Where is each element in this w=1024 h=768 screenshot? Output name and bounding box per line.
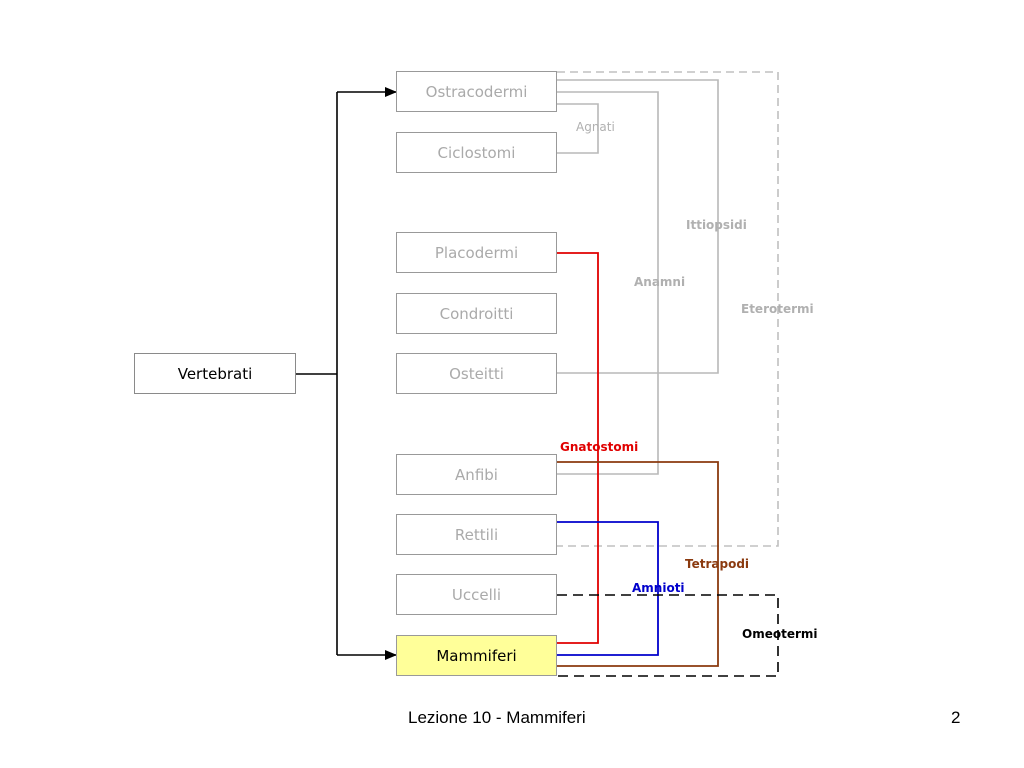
label-ittiopsidi: Ittiopsidi (686, 218, 747, 232)
omeotermi-bracket (557, 594, 779, 677)
label-eterotermi: Eterotermi (741, 302, 814, 316)
label-anamni: Anamni (634, 275, 686, 289)
box-uccelli: Uccelli (396, 574, 557, 615)
amnioti-bracket (557, 521, 659, 656)
box-placodermi: Placodermi (396, 232, 557, 273)
box-ostracodermi: Ostracodermi (396, 71, 557, 112)
anamni-bracket (557, 91, 659, 475)
box-ciclostomi: Ciclostomi (396, 132, 557, 173)
box-osteitti: Osteitti (396, 353, 557, 394)
gnatostomi-bracket (557, 252, 599, 644)
label-omeotermi: Omeotermi (742, 627, 818, 641)
ittiopsidi-bracket (557, 79, 719, 374)
agnati-bracket (557, 103, 599, 154)
box-mammiferi: Mammiferi (396, 635, 557, 676)
page-number: 2 (951, 708, 961, 727)
label-agnati: Agnati (576, 120, 615, 134)
box-vertebrati: Vertebrati (134, 353, 296, 394)
box-condroitti: Condroitti (396, 293, 557, 334)
footer-title: Lezione 10 - Mammiferi (408, 708, 586, 727)
label-gnatostomi: Gnatostomi (560, 440, 639, 454)
box-rettili: Rettili (396, 514, 557, 555)
eterotermi-bracket (557, 71, 779, 547)
label-tetrapodi: Tetrapodi (685, 557, 750, 571)
box-anfibi: Anfibi (396, 454, 557, 495)
label-amnioti: Amnioti (632, 581, 685, 595)
tetrapodi-bracket (557, 461, 719, 667)
